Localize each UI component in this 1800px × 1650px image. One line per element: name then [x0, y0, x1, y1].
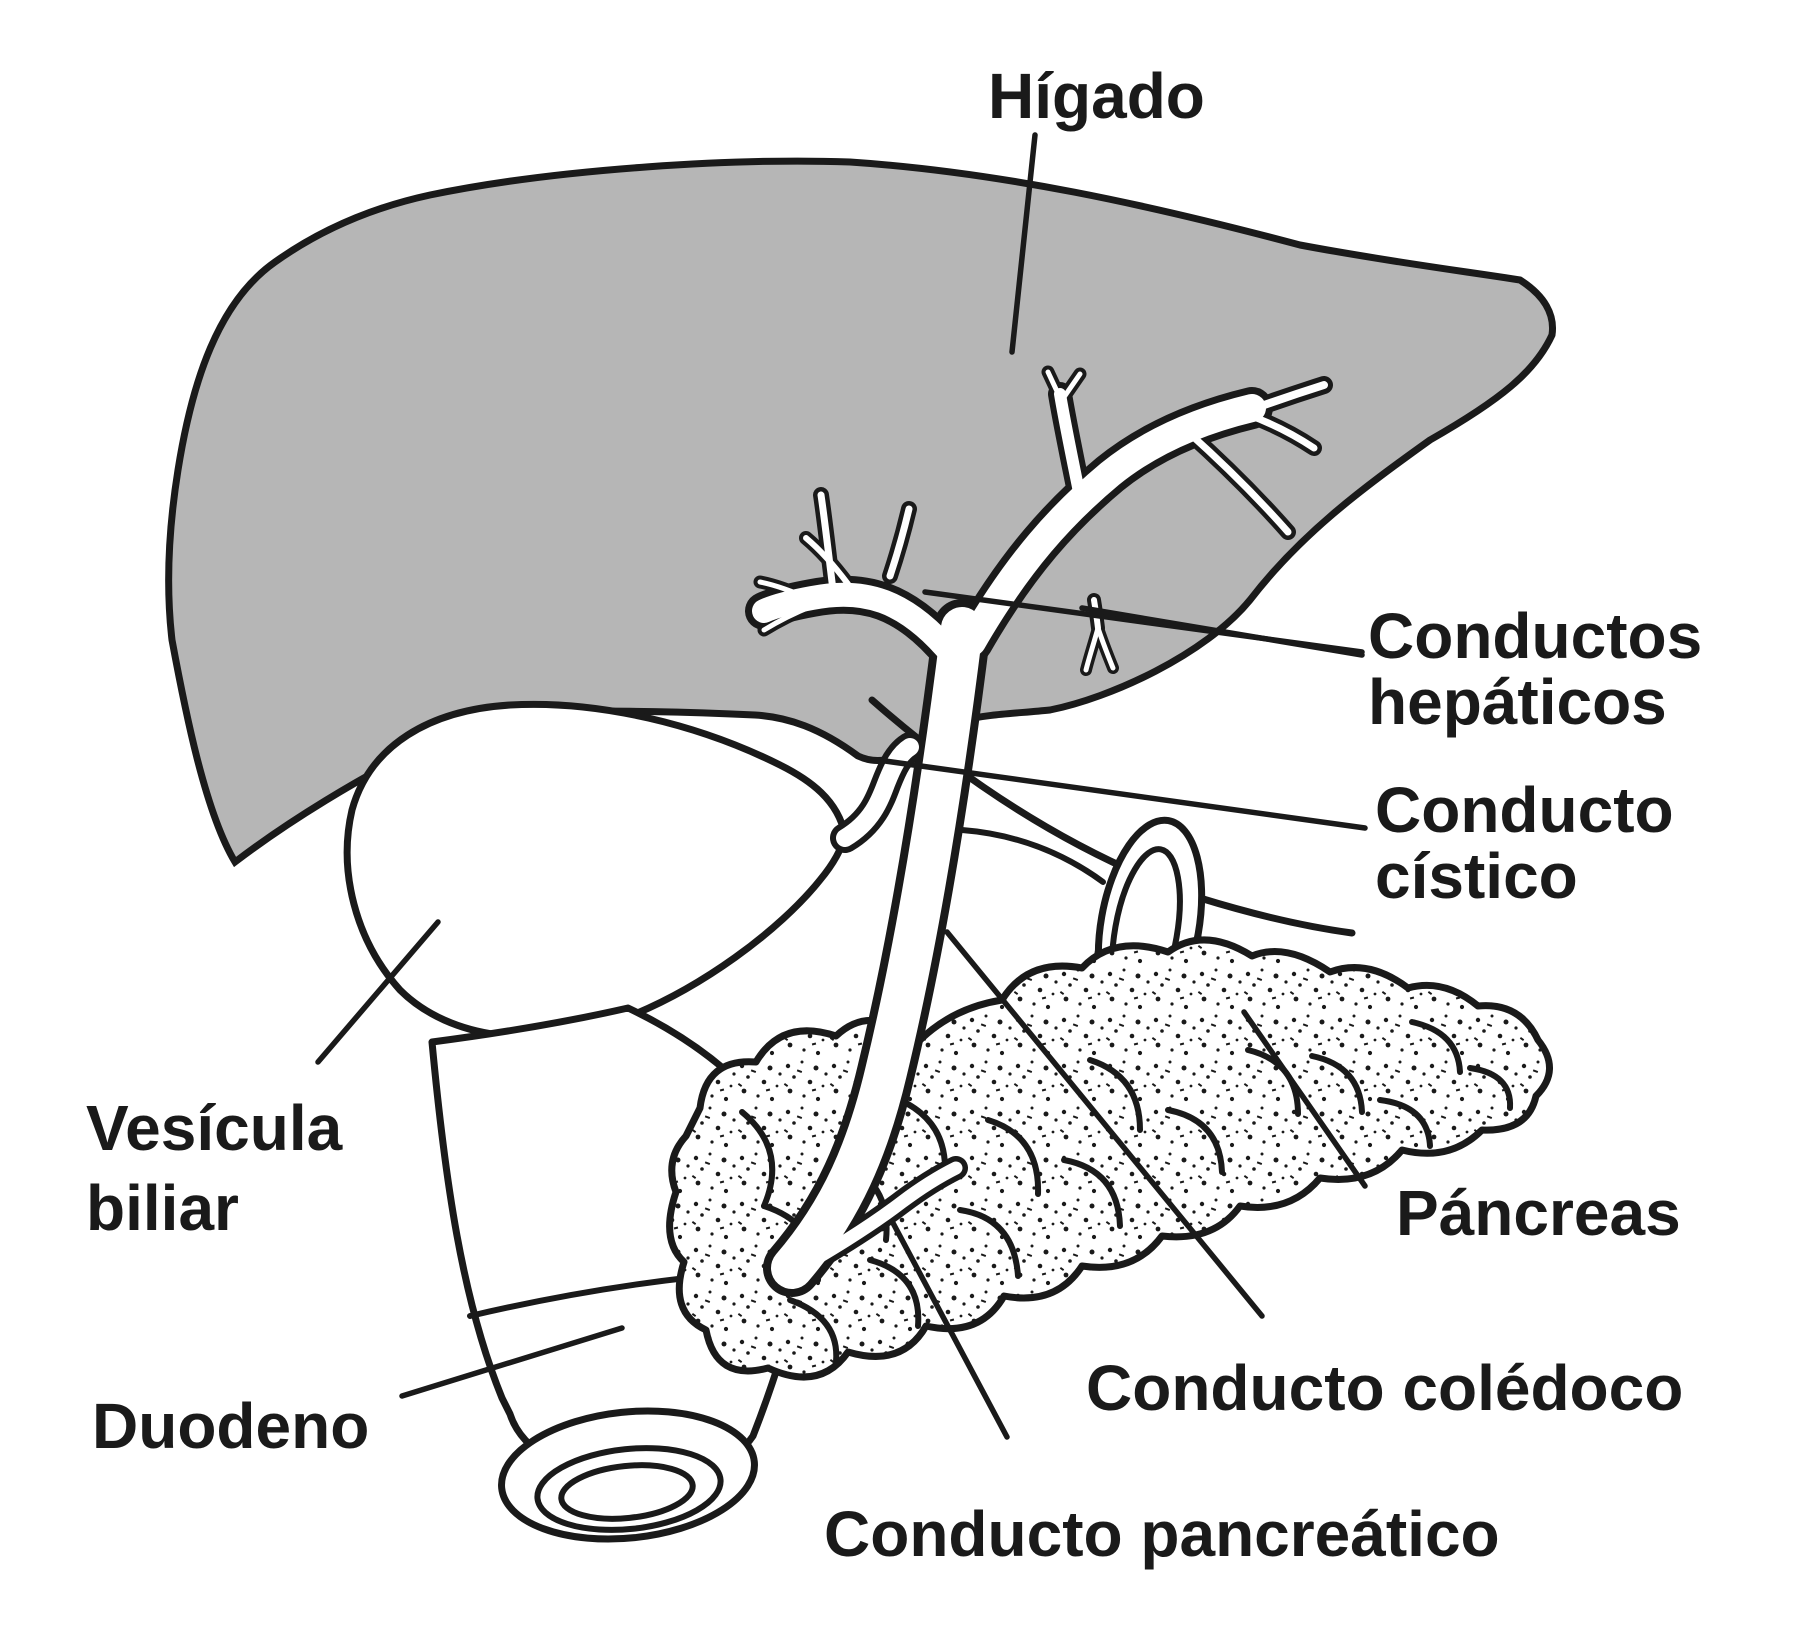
- pancreas-lobule-lines: [739, 1019, 1514, 1365]
- leader-conductos-hepaticos-2: [1079, 605, 1365, 658]
- label-vesicula-biliar: Vesícula biliar: [86, 1092, 360, 1244]
- leader-pancreas: [1241, 1009, 1368, 1189]
- leader-lines: [315, 132, 1368, 1440]
- gallbladder-shape: [343, 700, 849, 1041]
- leader-duodeno: [399, 1325, 625, 1399]
- leader-vesicula-biliar: [315, 919, 441, 1065]
- liver-shape: [165, 157, 1557, 868]
- label-conducto-coledoco: Conducto colédoco: [1086, 1352, 1683, 1424]
- leader-conducto-cistico: [875, 757, 1368, 831]
- label-conductos-hepaticos: Conductos hepáticos: [1368, 600, 1720, 738]
- bile-duct-tree-core: [752, 369, 1328, 1289]
- pancreas-shape: [666, 936, 1553, 1381]
- duodenum-cut-rim-middle: [534, 1445, 724, 1533]
- leader-conducto-coledoco: [944, 929, 1265, 1319]
- label-conducto-cistico: Conducto cístico: [1375, 774, 1691, 912]
- label-higado: Hígado: [988, 60, 1205, 132]
- label-pancreas: Páncreas: [1396, 1177, 1681, 1249]
- leader-conducto-pancreatico: [890, 1220, 1010, 1440]
- duodenum-cut-rim-inner: [558, 1462, 696, 1522]
- label-conducto-pancreatico: Conducto pancreático: [824, 1498, 1500, 1570]
- leader-higado: [1009, 132, 1038, 355]
- label-duodeno: Duodeno: [92, 1390, 369, 1462]
- cut-vessel-edge-line: [959, 827, 1106, 885]
